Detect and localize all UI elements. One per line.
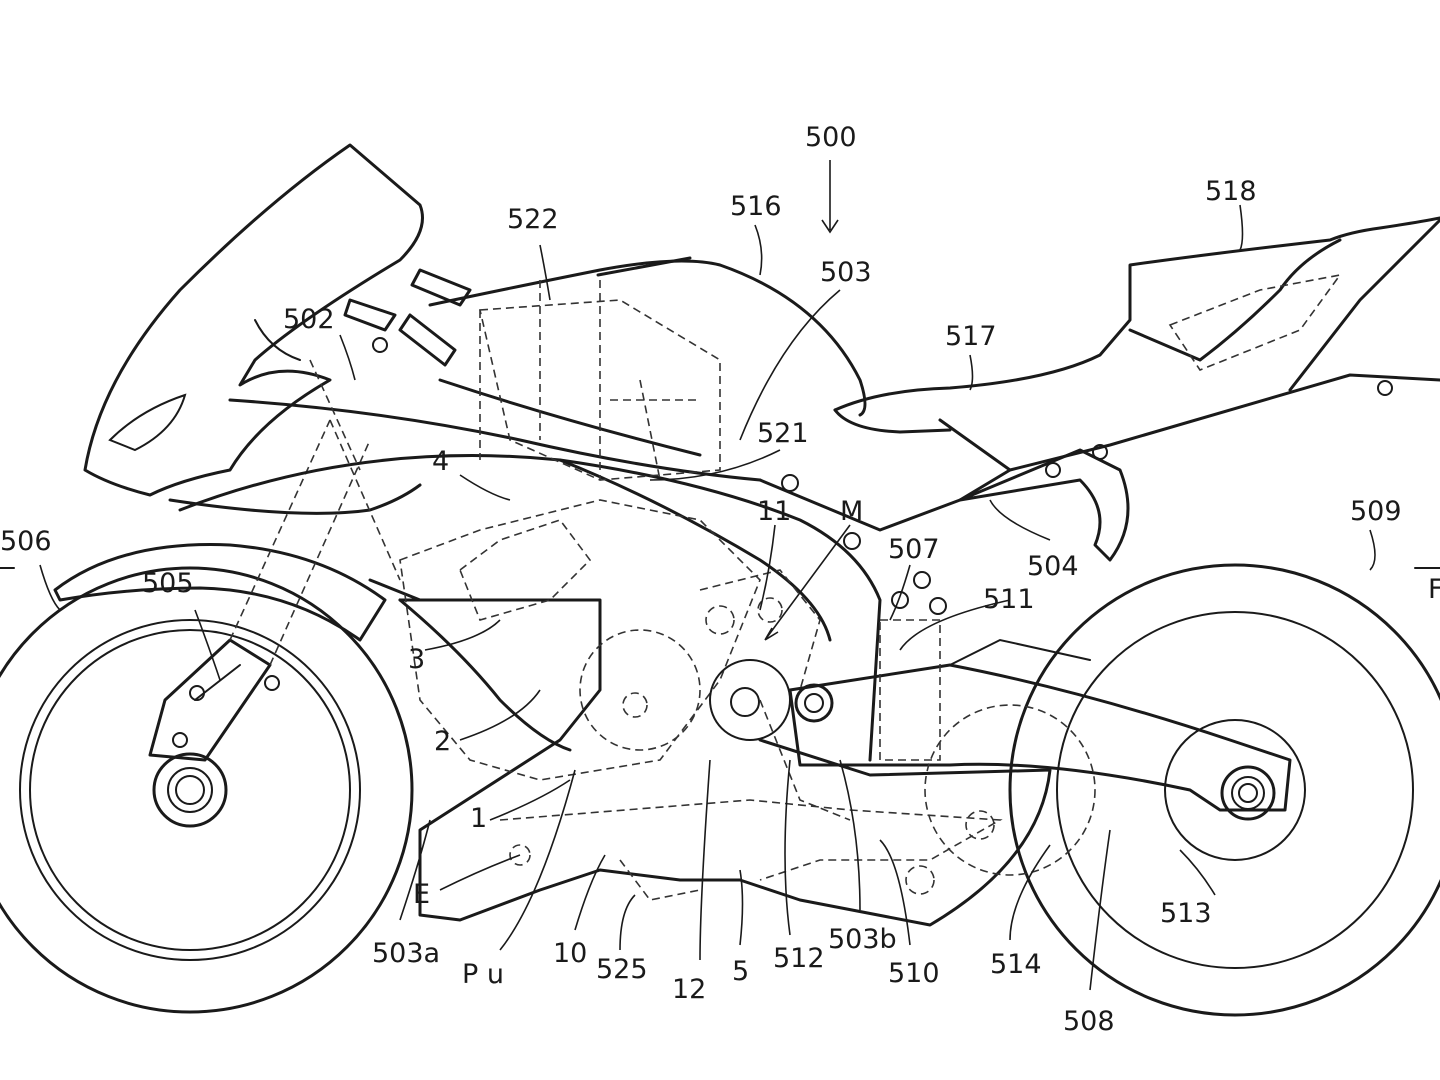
label-507: 507	[888, 534, 940, 565]
label-509: 509	[1350, 496, 1402, 527]
label-522: 522	[507, 204, 559, 235]
label-503: 503	[820, 257, 872, 288]
label-517: 517	[945, 321, 997, 352]
front-wheel	[0, 566, 414, 1014]
rear-frame	[758, 380, 1393, 615]
label-502: 502	[283, 304, 335, 335]
label-525: 525	[596, 954, 648, 985]
front-fairing	[83, 143, 424, 515]
label-511: 511	[983, 584, 1035, 615]
lower-cowl	[368, 578, 1052, 927]
reference-labels: 500 516 518 522 503 502 517 521 4 11 M 5…	[0, 122, 1440, 1037]
label-5: 5	[732, 956, 749, 987]
label-506: 506	[0, 526, 52, 557]
label-512: 512	[773, 943, 825, 974]
label-504: 504	[1027, 551, 1079, 582]
label-518: 518	[1205, 176, 1257, 207]
label-500: 500	[805, 122, 857, 153]
label-508: 508	[1063, 1006, 1115, 1037]
front-fork	[148, 419, 371, 762]
label-510: 510	[888, 958, 940, 989]
label-503a: 503a	[372, 938, 440, 969]
label-513: 513	[1160, 898, 1212, 929]
label-4: 4	[432, 446, 449, 477]
label-521: 521	[757, 418, 809, 449]
rear-wheel	[1008, 563, 1440, 1017]
engine-internal-dashed	[309, 280, 1096, 901]
label-Pu: P u	[462, 959, 504, 990]
tank-and-upper-frame	[178, 256, 882, 762]
label-514: 514	[990, 949, 1042, 980]
front-fender	[53, 543, 387, 642]
label-3: 3	[408, 644, 425, 675]
label-1: 1	[470, 803, 487, 834]
label-505: 505	[142, 568, 194, 599]
label-E: E	[413, 879, 430, 910]
label-M: M	[840, 496, 863, 527]
swingarm	[788, 638, 1292, 812]
label-10: 10	[553, 938, 587, 969]
label-2: 2	[434, 726, 451, 757]
label-11: 11	[757, 496, 791, 527]
seat-and-tail	[833, 216, 1440, 472]
label-12: 12	[672, 974, 706, 1005]
leader-lines	[39, 160, 1376, 991]
handlebar	[343, 268, 472, 367]
label-R-cut: F	[1428, 574, 1440, 605]
label-516: 516	[730, 191, 782, 222]
label-503b: 503b	[828, 924, 897, 955]
